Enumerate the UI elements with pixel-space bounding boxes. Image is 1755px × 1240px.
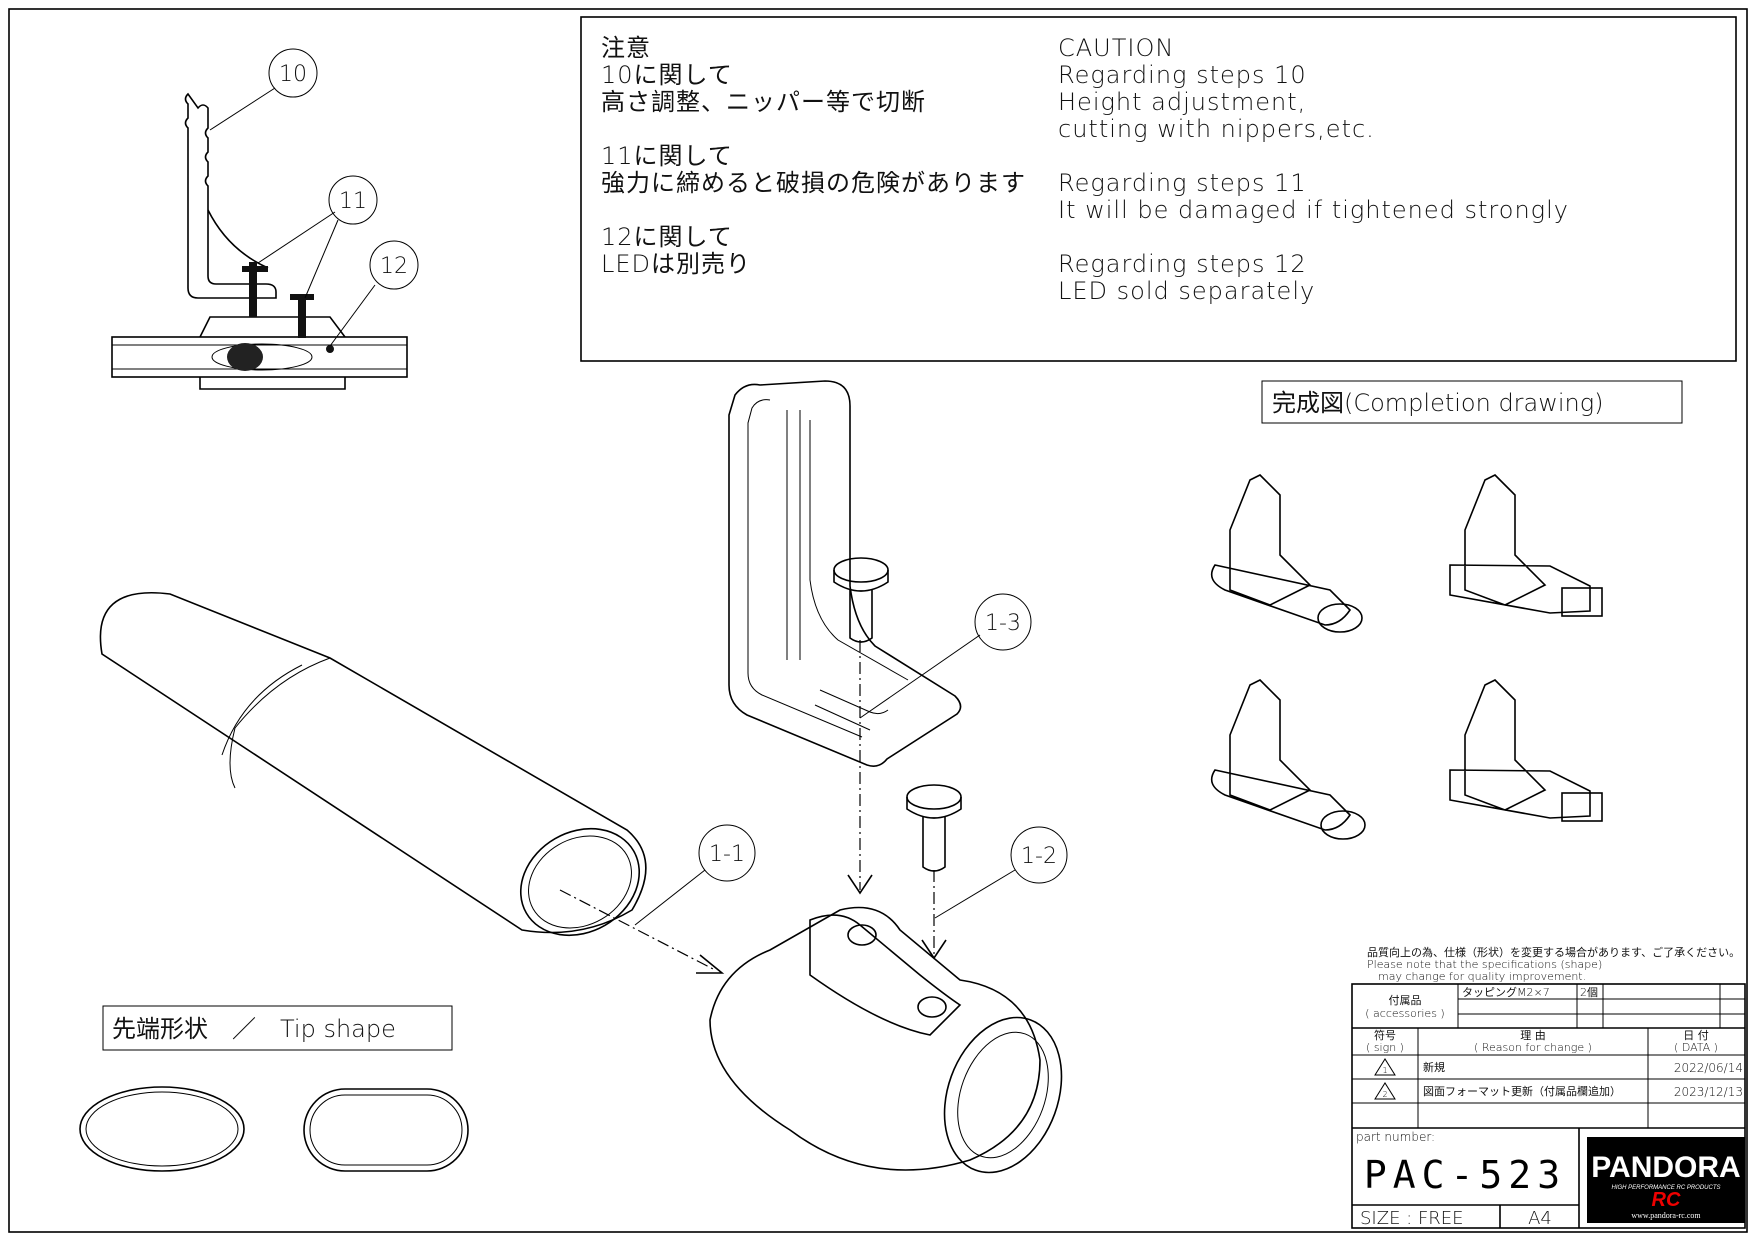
- caution-en-line: LED sold separately: [1058, 277, 1315, 305]
- caution-en-line: CAUTION: [1058, 34, 1174, 62]
- sign-header: ( sign ): [1366, 1041, 1404, 1054]
- caution-en-line: Regarding steps 12: [1058, 250, 1307, 278]
- caution-en-line: Height adjustment,: [1058, 88, 1306, 116]
- pandora-logo: PANDORA HIGH PERFORMANCE RC PRODUCTS RC …: [1587, 1137, 1745, 1223]
- tip-shape-oval: [79, 1086, 245, 1172]
- callout-10: 10: [268, 48, 318, 98]
- svg-text:新規: 新規: [1423, 1060, 1445, 1074]
- callout-1-3: 1-3: [974, 593, 1032, 651]
- revision-row: 1 新規 2022/06/14: [1374, 1058, 1743, 1076]
- part-number-label: part number:: [1356, 1130, 1435, 1144]
- paper-size: A4: [1528, 1208, 1552, 1229]
- date-header: 日 付: [1683, 1029, 1709, 1042]
- tip-shape-rounded-rect: [303, 1088, 469, 1172]
- caution-jp-line: 高さ調整、ニッパー等で切断: [601, 88, 926, 116]
- completion-label: 完成図(Completion drawing): [1272, 389, 1604, 417]
- completion-label-box: [1261, 380, 1683, 424]
- tube-part: [99, 592, 647, 937]
- svg-text:2023/12/13: 2023/12/13: [1674, 1085, 1743, 1099]
- callout-12: 12: [369, 240, 419, 290]
- accessories-label: ( accessories ): [1365, 1007, 1444, 1020]
- svg-text:1: 1: [1382, 1066, 1387, 1075]
- callout-11: 11: [328, 175, 378, 225]
- svg-text:12: 12: [380, 254, 408, 279]
- sign-header: 符号: [1374, 1029, 1396, 1042]
- svg-text:10: 10: [279, 62, 307, 87]
- accessory-qty: 2個: [1580, 986, 1598, 999]
- svg-text:www.pandora-rc.com: www.pandora-rc.com: [1631, 1211, 1701, 1220]
- caution-en-line: Regarding steps 11: [1058, 169, 1307, 197]
- connector-part: [709, 906, 1063, 1174]
- screw-pin: [833, 557, 962, 872]
- date-header: ( DATA ): [1674, 1041, 1718, 1054]
- notice-line: 品質向上の為、仕様（形状）を変更する場合があります、ご了承ください。: [1367, 945, 1740, 959]
- title-block: 品質向上の為、仕様（形状）を変更する場合があります、ご了承ください。 Pleas…: [1351, 945, 1746, 1229]
- part-number: PAC-523: [1364, 1153, 1566, 1197]
- size-value: SIZE : FREE: [1360, 1208, 1464, 1229]
- sheet-border: [8, 8, 1748, 1233]
- svg-text:1-1: 1-1: [709, 842, 745, 867]
- callout-1-1: 1-1: [698, 824, 756, 882]
- bracket-part: [728, 380, 962, 767]
- svg-text:2022/06/14: 2022/06/14: [1674, 1061, 1743, 1075]
- tip-shape-label: 先端形状 ／ Tip shape: [112, 1015, 396, 1043]
- caution-jp-line: 12に関して: [601, 223, 733, 251]
- caution-jp-line: 強力に締めると破損の危険があります: [601, 169, 1026, 197]
- completion-thumbnails: [1210, 474, 1603, 840]
- caution-en-line: Regarding steps 10: [1058, 61, 1307, 89]
- caution-en-line: cutting with nippers,etc.: [1058, 115, 1375, 143]
- caution-jp-line: 10に関して: [601, 61, 733, 89]
- caution-box: 注意 10に関して 高さ調整、ニッパー等で切断 11に関して 強力に締めると破損…: [580, 16, 1737, 362]
- notice-line: may change for quality improvement.: [1378, 970, 1586, 983]
- svg-text:RC: RC: [1652, 1189, 1681, 1211]
- tip-shape-label-box: [102, 1005, 453, 1051]
- reason-header: ( Reason for change ): [1474, 1041, 1592, 1054]
- accessory-name: タッピングM2×7: [1462, 985, 1550, 999]
- notice-line: Please note that the specifications (sha…: [1367, 958, 1602, 971]
- svg-text:11: 11: [339, 189, 367, 214]
- caution-en-line: It will be damaged if tightened strongly: [1058, 196, 1569, 224]
- svg-text:PANDORA: PANDORA: [1591, 1151, 1740, 1184]
- svg-text:1-2: 1-2: [1021, 844, 1057, 869]
- reason-header: 理 由: [1520, 1028, 1546, 1042]
- svg-text:図面フォーマット更新（付属品欄追加）: 図面フォーマット更新（付属品欄追加）: [1423, 1084, 1621, 1098]
- callout-1-2: 1-2: [1010, 826, 1068, 884]
- caution-jp-line: 注意: [601, 34, 651, 62]
- accessories-label: 付属品: [1389, 994, 1422, 1007]
- svg-text:2: 2: [1382, 1090, 1387, 1099]
- revision-row: 2 図面フォーマット更新（付属品欄追加） 2023/12/13: [1374, 1082, 1743, 1100]
- caution-jp-line: LEDは別売り: [601, 250, 751, 278]
- revision-triangle-icon: [1374, 1058, 1396, 1076]
- svg-text:1-3: 1-3: [985, 611, 1021, 636]
- revision-triangle-icon: [1374, 1082, 1396, 1100]
- svg-text:HIGH PERFORMANCE RC PRODUCTS: HIGH PERFORMANCE RC PRODUCTS: [1611, 1185, 1720, 1191]
- caution-jp-line: 11に関して: [601, 142, 733, 170]
- section-view: [111, 87, 408, 390]
